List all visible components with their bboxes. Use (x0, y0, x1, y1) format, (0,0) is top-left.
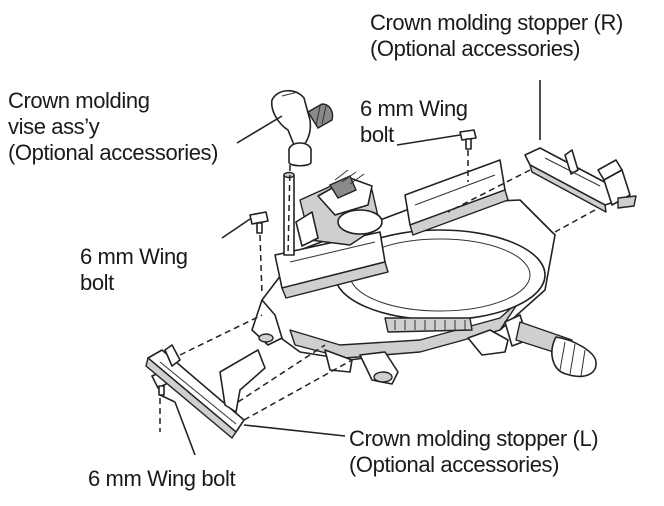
crown-molding-vise (270, 89, 334, 167)
label-line: Crown molding stopper (L) (349, 426, 599, 451)
label-line: Crown molding (8, 88, 150, 113)
label-line: 6 mm Wing (80, 244, 188, 269)
label-wing-bolt-left: 6 mm Wing bolt (80, 244, 188, 296)
assembly-guide-lines (159, 150, 596, 432)
saw-head (295, 169, 383, 247)
label-line: bolt (360, 122, 394, 147)
label-line: (Optional accessories) (8, 140, 219, 165)
label-line: (Optional accessories) (370, 36, 581, 61)
label-line: (Optional accessories) (349, 452, 560, 477)
label-crown-molding-stopper-left: Crown molding stopper (L) (Optional acce… (349, 426, 599, 478)
vise-post (283, 171, 295, 256)
label-wing-bolt-top: 6 mm Wing bolt (360, 96, 468, 148)
label-crown-molding-stopper-right: Crown molding stopper (R) (Optional acce… (370, 10, 623, 62)
wing-bolt-top (459, 129, 477, 150)
label-line: 6 mm Wing (360, 96, 468, 121)
wing-bolt-left (249, 211, 269, 234)
crown-molding-stopper-right (524, 147, 637, 213)
label-line: Crown molding stopper (R) (370, 10, 623, 35)
label-wing-bolt-bottom: 6 mm Wing bolt (88, 466, 236, 492)
label-line: 6 mm Wing bolt (88, 466, 236, 491)
label-line: bolt (80, 270, 114, 295)
label-leader-lines (159, 80, 541, 456)
label-line: vise ass’y (8, 114, 100, 139)
label-crown-molding-vise: Crown molding vise ass’y (Optional acces… (8, 88, 218, 166)
crown-molding-stopper-left (145, 344, 266, 439)
